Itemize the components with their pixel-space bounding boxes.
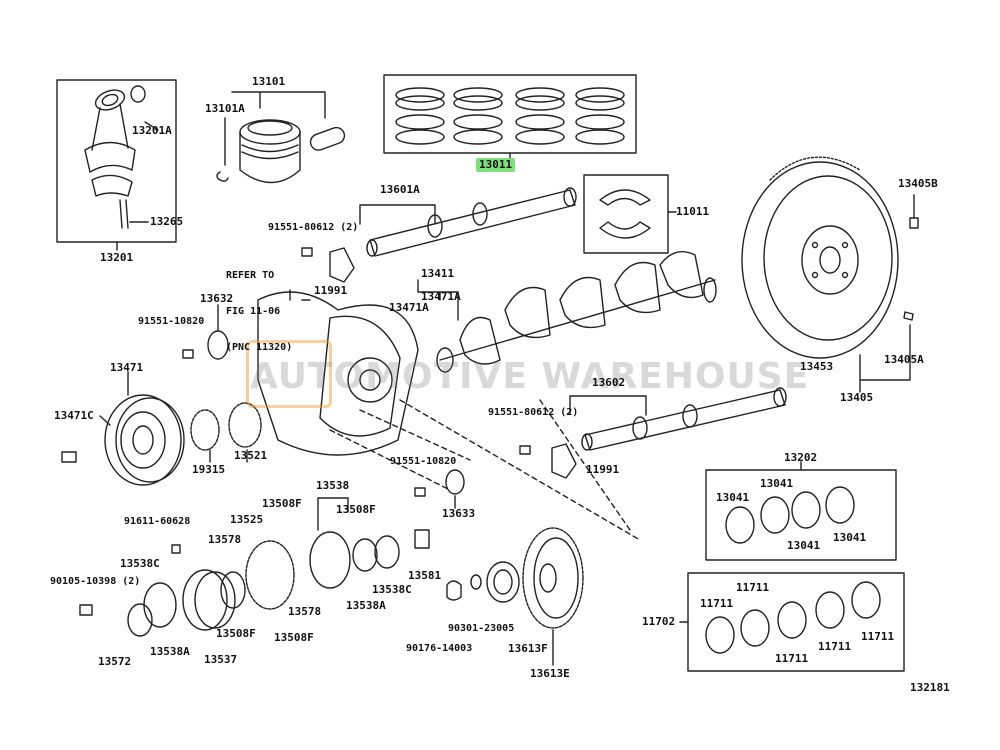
label-13471C[interactable]: 13471C bbox=[54, 409, 94, 422]
label-11711-b[interactable]: 11711 bbox=[736, 581, 770, 594]
crank-gear bbox=[228, 402, 262, 448]
label-91551-10820-mid[interactable]: 91551-10820 bbox=[390, 456, 457, 467]
flywheel-drawing bbox=[741, 156, 899, 359]
label-91611-60628[interactable]: 91611-60628 bbox=[124, 516, 191, 527]
piston-rings-box bbox=[383, 74, 637, 154]
label-13602[interactable]: 13602 bbox=[592, 376, 626, 389]
timing-cover-drawing bbox=[257, 291, 419, 456]
label-13041-d[interactable]: 13041 bbox=[833, 531, 867, 544]
crank-pulley-drawing bbox=[61, 394, 185, 486]
part-number: 91551-80612 bbox=[488, 407, 555, 418]
label-13041-c[interactable]: 13041 bbox=[787, 539, 821, 552]
balancer-pulley-drawing bbox=[522, 527, 584, 629]
thrust-washer-box bbox=[583, 174, 669, 254]
label-19315[interactable]: 19315 bbox=[192, 463, 226, 476]
label-13538[interactable]: 13538 bbox=[316, 479, 350, 492]
label-11011[interactable]: 11011 bbox=[676, 205, 710, 218]
reference-note: REFER TO FIG 11-06 (PNC 11320) bbox=[226, 246, 292, 366]
piston-rings-drawing bbox=[395, 87, 625, 145]
label-91551-80612-bot[interactable]: 91551-80612 (2) bbox=[488, 407, 578, 419]
label-13201[interactable]: 13201 bbox=[100, 251, 134, 264]
label-13578-b[interactable]: 13578 bbox=[288, 605, 322, 618]
label-13537[interactable]: 13537 bbox=[204, 653, 238, 666]
connecting-rod-drawing bbox=[84, 85, 146, 229]
label-11711-e[interactable]: 11711 bbox=[861, 630, 895, 643]
label-11991-top[interactable]: 11991 bbox=[314, 284, 348, 297]
label-11991-bot[interactable]: 11991 bbox=[586, 463, 620, 476]
reference-line-2: FIG 11-06 bbox=[226, 306, 281, 317]
label-13613F[interactable]: 13613F bbox=[508, 642, 548, 655]
label-13538C-a[interactable]: 13538C bbox=[120, 557, 160, 570]
oil-pump-gear bbox=[182, 330, 229, 360]
part-number: 90105-10398 bbox=[50, 576, 117, 587]
label-13453[interactable]: 13453 bbox=[800, 360, 834, 373]
rod-bearings-drawing bbox=[725, 486, 855, 544]
label-13521[interactable]: 13521 bbox=[234, 449, 268, 462]
quantity: (2) bbox=[340, 222, 359, 233]
diagram-id: 132181 bbox=[910, 681, 950, 694]
label-13581[interactable]: 13581 bbox=[408, 569, 442, 582]
label-13471A-left[interactable]: 13471A bbox=[389, 301, 429, 314]
label-13471[interactable]: 13471 bbox=[110, 361, 144, 374]
balancer-drive-drawing bbox=[79, 529, 430, 637]
label-11711-d[interactable]: 11711 bbox=[818, 640, 852, 653]
label-13633[interactable]: 13633 bbox=[442, 507, 476, 520]
reference-line-1: REFER TO bbox=[226, 270, 275, 281]
quantity: (2) bbox=[560, 407, 579, 418]
balance-shaft-lower bbox=[581, 387, 787, 451]
label-13265[interactable]: 13265 bbox=[150, 215, 184, 228]
main-bearings-drawing bbox=[705, 581, 881, 654]
label-13508F-a[interactable]: 13508F bbox=[262, 497, 302, 510]
watermark-text: AUTOMOTIVE WAREHOUSE bbox=[250, 356, 810, 397]
label-13471A-right[interactable]: 13471A bbox=[421, 290, 461, 303]
thrust-washer-drawing bbox=[599, 189, 651, 239]
balance-shaft-upper bbox=[366, 187, 577, 257]
label-13508F-c[interactable]: 13508F bbox=[216, 627, 256, 640]
label-13405A[interactable]: 13405A bbox=[884, 353, 924, 366]
label-13405[interactable]: 13405 bbox=[840, 391, 874, 404]
label-90105-10398[interactable]: 90105-10398 (2) bbox=[50, 576, 140, 588]
label-13508F-d[interactable]: 13508F bbox=[274, 631, 314, 644]
label-13613E[interactable]: 13613E bbox=[530, 667, 570, 680]
label-90301-23005[interactable]: 90301-23005 bbox=[448, 623, 515, 634]
label-13572[interactable]: 13572 bbox=[98, 655, 132, 668]
label-90176-14003[interactable]: 90176-14003 bbox=[406, 643, 473, 654]
reference-line-3: (PNC 11320) bbox=[226, 342, 293, 353]
crank-sprocket bbox=[190, 409, 220, 451]
quantity: (2) bbox=[122, 576, 141, 587]
label-13011[interactable]: 13011 bbox=[476, 158, 516, 172]
oil-seal bbox=[486, 561, 520, 603]
label-13041-a[interactable]: 13041 bbox=[716, 491, 750, 504]
label-13538C-b[interactable]: 13538C bbox=[372, 583, 412, 596]
crankshaft-drawing bbox=[436, 251, 717, 373]
label-11711-c[interactable]: 11711 bbox=[775, 652, 809, 665]
label-13405B[interactable]: 13405B bbox=[898, 177, 938, 190]
label-11702[interactable]: 11702 bbox=[642, 615, 676, 628]
label-13101[interactable]: 13101 bbox=[252, 75, 286, 88]
label-91551-10820-left[interactable]: 91551-10820 bbox=[138, 316, 205, 327]
label-11711-a[interactable]: 11711 bbox=[700, 597, 734, 610]
part-number: 91551-80612 bbox=[268, 222, 335, 233]
label-13101A[interactable]: 13101A bbox=[205, 102, 245, 115]
piston-drawing bbox=[216, 119, 346, 184]
label-13411[interactable]: 13411 bbox=[421, 267, 455, 280]
label-13632[interactable]: 13632 bbox=[200, 292, 234, 305]
label-13601A[interactable]: 13601A bbox=[380, 183, 420, 196]
label-13201A[interactable]: 13201A bbox=[132, 124, 172, 137]
label-13578-a[interactable]: 13578 bbox=[208, 533, 242, 546]
label-13041-b[interactable]: 13041 bbox=[760, 477, 794, 490]
label-13538A-a[interactable]: 13538A bbox=[150, 645, 190, 658]
label-91551-80612-top[interactable]: 91551-80612 (2) bbox=[268, 222, 358, 234]
label-13202[interactable]: 13202 bbox=[784, 451, 818, 464]
label-13525[interactable]: 13525 bbox=[230, 513, 264, 526]
label-13538A-b[interactable]: 13538A bbox=[346, 599, 386, 612]
label-13508F-b[interactable]: 13508F bbox=[336, 503, 376, 516]
watermark-logo bbox=[246, 340, 332, 408]
